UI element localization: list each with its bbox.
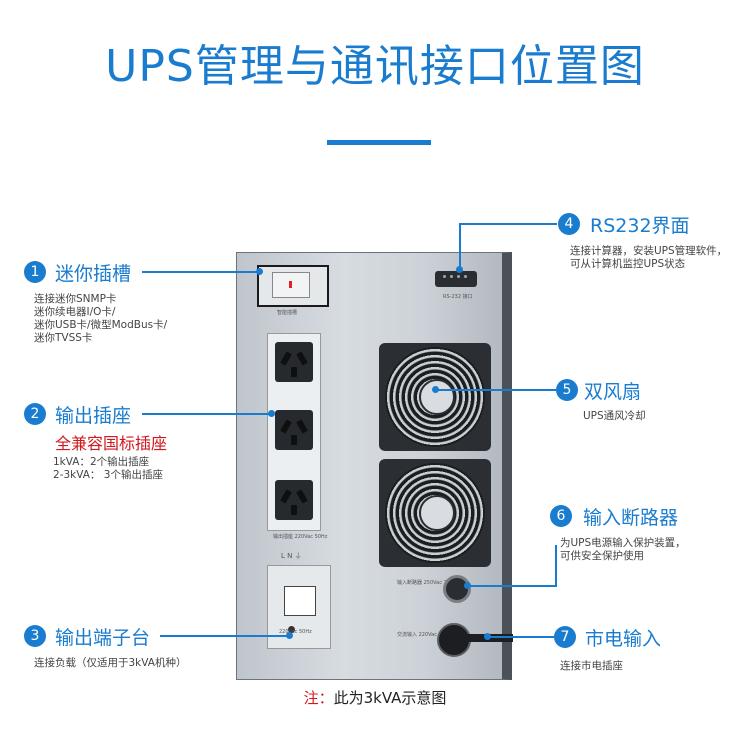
leader-dot-2 [268,410,275,417]
leader-line-6v [555,545,557,587]
breaker-caption: 输入断路器 250Vac 20A [397,580,454,586]
desc-output-terminal: 连接负载（仅适用于3kVA机种） [34,657,187,669]
page-title: UPS管理与通讯接口位置图 [105,41,645,92]
slot-cover [272,272,310,298]
terminal-rating: 220Vac 50Hz [279,629,312,635]
footnote-prefix: 注： [303,689,334,707]
label-input-breaker: 输入断路器 [583,507,679,529]
desc-output-socket: 1kVA：2个输出插座 2-3kVA： 3个输出插座 [53,456,163,481]
desc-mini-slot: 连接迷你SNMP卡 迷你续电器I/O卡/ 迷你USB卡/微型ModBus卡/ 迷… [34,293,168,344]
terminal-marks: L N ⏚ [281,552,302,560]
desc-rs232: 连接计算器，安装UPS管理软件， 可从计算机监控UPS状态 [570,245,728,270]
leader-line-6h [468,585,557,587]
badge-4: 4 [558,213,580,235]
ups-back-panel: 智能插槽 RS-232 接口 输出插座 220Vac 50Hz L N ⏚ 22… [236,252,513,680]
leader-dot-6 [464,582,471,589]
badge-2: 2 [24,403,46,425]
leader-line-2 [142,413,270,415]
leader-dot-5 [432,386,439,393]
leader-dot-3 [286,632,293,639]
desc-mains-input: 连接市电插座 [560,660,623,672]
leader-dot-4 [456,266,463,273]
rs232-port [435,271,477,287]
leader-line-3 [160,635,290,637]
leader-dot-7 [484,633,491,640]
rs232-caption: RS-232 接口 [443,294,473,300]
footnote-text: 此为3kVA示意图 [333,689,447,707]
mini-slot [257,265,329,307]
leader-line-5 [436,389,556,391]
badge-6: 6 [550,505,572,527]
slot-caption: 智能插槽 [277,310,298,316]
socket-2 [275,410,313,450]
label-mains-input: 市电输入 [585,628,662,650]
footnote: 注：此为3kVA示意图 [0,687,750,708]
badge-3: 3 [24,625,46,647]
label-dual-fan: 双风扇 [584,381,642,403]
title-underline [327,140,431,145]
leader-line-4v [459,223,461,269]
output-rating: 输出插座 220Vac 50Hz [273,534,328,540]
label-rs232: RS232界面 [590,215,690,237]
fan-bottom [379,459,491,567]
leader-line-7 [488,636,556,638]
badge-1: 1 [24,261,46,283]
terminal-block [284,586,316,616]
leader-dot-1 [256,268,263,275]
label-gb-compatible: 全兼容国标插座 [55,434,168,453]
badge-5: 5 [556,379,578,401]
desc-dual-fan: UPS通风冷却 [583,410,646,422]
input-caption: 交流输入 220Vac 50Hz [397,632,452,638]
label-output-socket: 输出插座 [55,405,132,427]
socket-1 [275,342,313,382]
socket-3 [275,480,313,520]
socket-panel [267,333,321,531]
desc-input-breaker: 为UPS电源输入保护装置， 可供安全保护使用 [560,537,686,562]
leader-line-4h [459,223,557,225]
input-breaker [443,575,471,603]
badge-7: 7 [554,626,576,648]
label-mini-slot: 迷你插槽 [55,263,132,285]
leader-line-1 [142,271,260,273]
label-output-terminal: 输出端子台 [55,627,151,649]
terminal-screw [288,626,295,633]
fan-top [379,343,491,451]
